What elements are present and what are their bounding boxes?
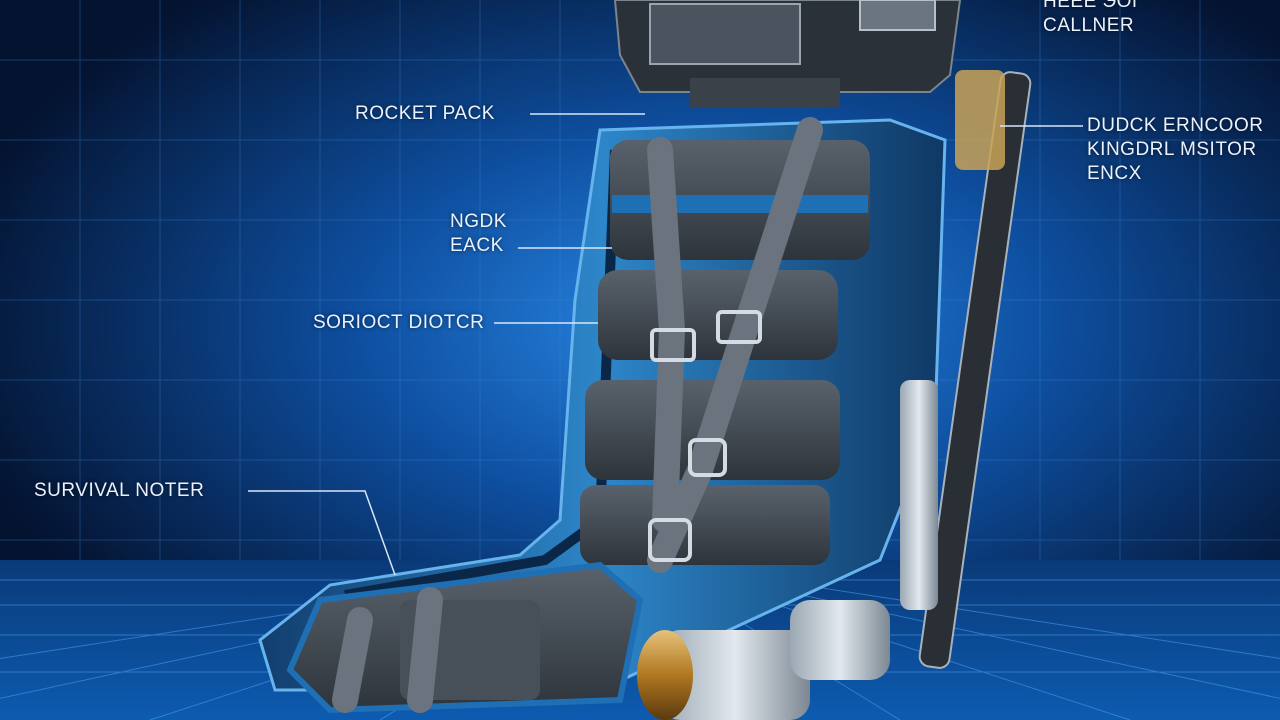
headbox	[613, 0, 962, 108]
callout-right-line3: ENCX	[1087, 163, 1142, 184]
callout-soriocl: SORIOCT DIOTCR	[313, 312, 485, 333]
callout-top-right-line2: CALLNER	[1043, 15, 1135, 36]
rocket-canisters	[637, 600, 890, 720]
callout-right-line1: DUDCK ERNCOOR	[1087, 115, 1264, 136]
catapult-rail	[900, 70, 1032, 669]
callout-back-line2: EACK	[450, 235, 504, 256]
callout-top-right-line1: HEEE ЭОГ	[1043, 0, 1143, 12]
callout-right-line2: KINGDRL MSITOR	[1087, 139, 1257, 160]
callout-back-line1: NGDK	[450, 211, 507, 232]
callout-survival: SURVIVAL NOTER	[34, 480, 205, 501]
harness-buckles	[648, 310, 762, 562]
leader-lines	[248, 113, 1083, 576]
callout-back: NGDK EACK	[450, 210, 507, 258]
callout-rocket-pack: ROCKET PACK	[355, 103, 495, 124]
callout-right: DUDCK ERNCOOR KINGDRL MSITOR ENCX	[1087, 114, 1263, 186]
callout-top-right: HEEE ЭОГ CALLNER	[1043, 0, 1143, 38]
